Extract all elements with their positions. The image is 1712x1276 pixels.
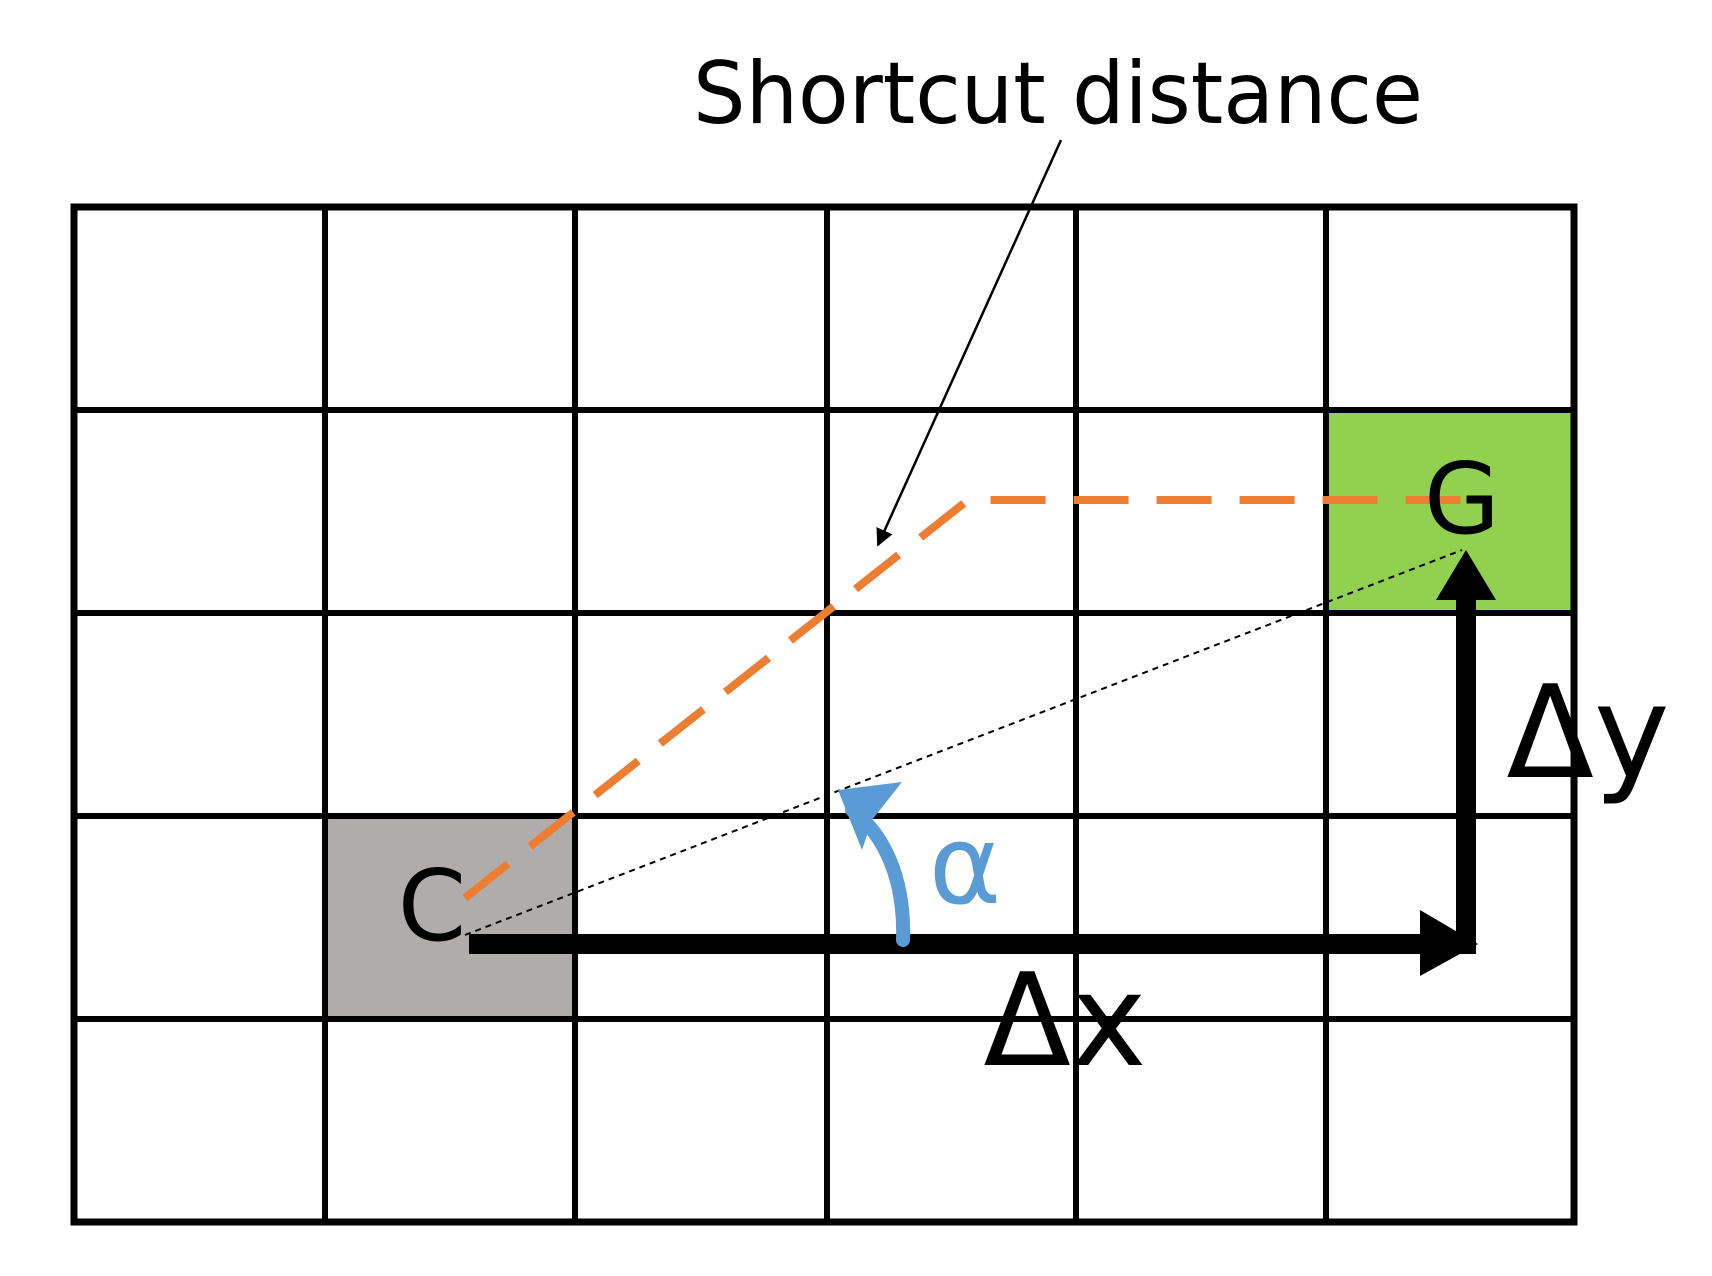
angle-label: α (929, 801, 1002, 929)
delta-y-label: Δy (1506, 659, 1669, 808)
shortcut-path (462, 496, 1465, 902)
goal-cell-label: G (1424, 443, 1500, 557)
callout-arrow (876, 139, 1063, 547)
current-cell-label: C (398, 850, 466, 964)
angle-arrow-icon (838, 782, 911, 947)
current-cell (324, 816, 574, 1019)
grid (70, 203, 1578, 1226)
direct-line (464, 549, 1463, 936)
delta-x-label: Δx (983, 947, 1146, 1096)
title-label: Shortcut distance (693, 44, 1423, 144)
delta-y-vector (1436, 550, 1496, 954)
delta-x-vector (469, 910, 1478, 976)
